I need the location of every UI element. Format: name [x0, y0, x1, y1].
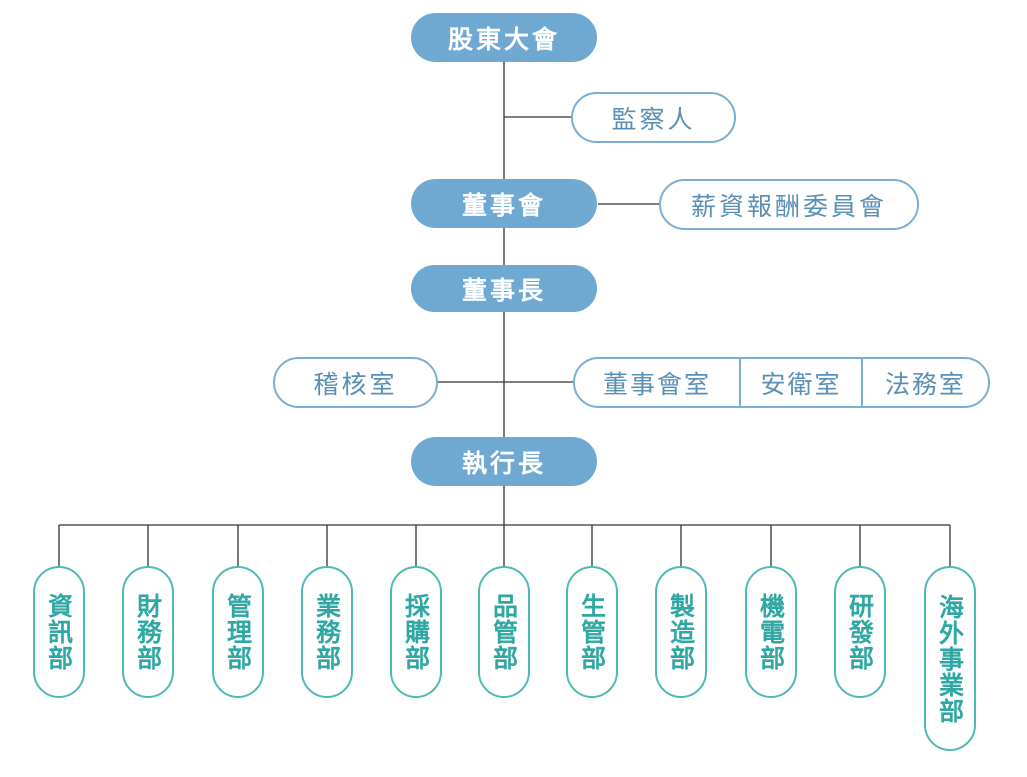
safety-office-cell: 安衛室	[741, 359, 863, 406]
audit-office-node: 稽核室	[273, 357, 438, 408]
shareholders-meeting-node: 股東大會	[411, 13, 597, 62]
ceo-node: 執行長	[411, 437, 597, 486]
dept-node-4: 採購部	[390, 566, 442, 698]
board-of-directors-node: 董事會	[411, 179, 597, 228]
dept-node-10: 海外事業部	[924, 566, 976, 751]
dept-node-6: 生管部	[566, 566, 618, 698]
dept-node-3: 業務部	[301, 566, 353, 698]
dept-node-8: 機電部	[745, 566, 797, 698]
dept-node-5: 品管部	[478, 566, 530, 698]
compensation-committee-node: 薪資報酬委員會	[659, 179, 919, 230]
chairman-node: 董事長	[411, 265, 597, 312]
legal-office-cell: 法務室	[884, 369, 966, 399]
board-office-cell: 董事會室	[575, 359, 741, 406]
dept-node-7: 製造部	[655, 566, 707, 698]
supervisor-node: 監察人	[571, 92, 736, 143]
dept-node-2: 管理部	[212, 566, 264, 698]
dept-node-0: 資訊部	[33, 566, 85, 698]
dept-node-9: 研發部	[834, 566, 886, 698]
offices-group: 董事會室 安衛室 法務室	[573, 357, 990, 408]
dept-node-1: 財務部	[122, 566, 174, 698]
